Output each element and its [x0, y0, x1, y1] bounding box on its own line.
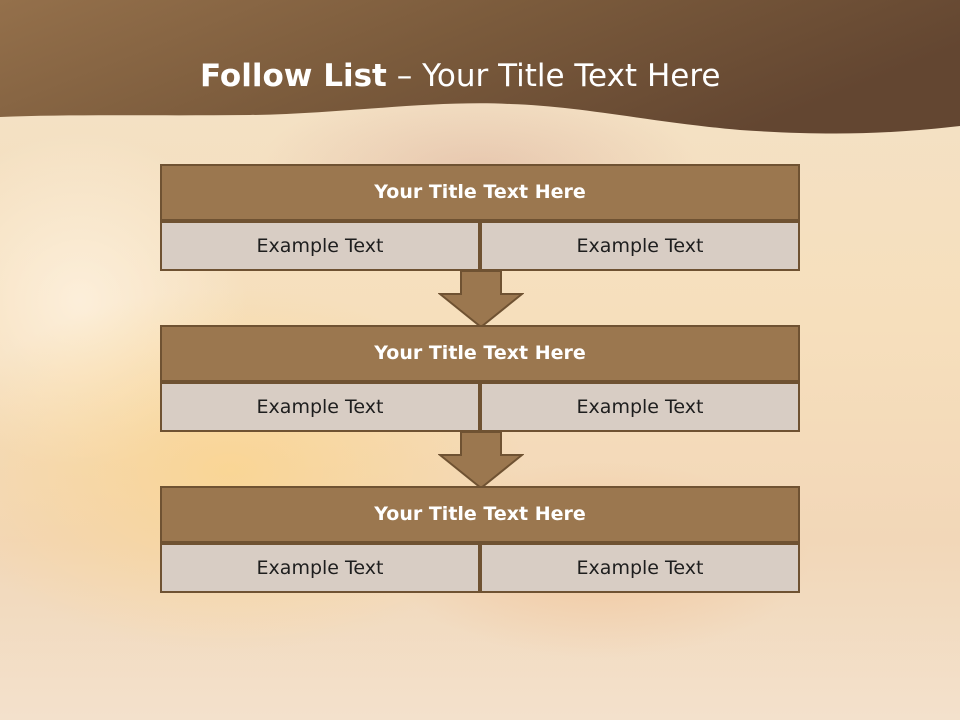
header-band — [0, 0, 960, 134]
stage-1-title: Your Title Text Here — [160, 164, 800, 221]
stage-2-right-text: Example Text — [480, 382, 800, 432]
stage-3-left-text: Example Text — [160, 543, 480, 593]
slide-title: Follow List – Your Title Text Here — [200, 54, 720, 98]
stage-2-title: Your Title Text Here — [160, 325, 800, 382]
down-arrow-icon — [438, 431, 524, 489]
slide-title-bold: Follow List — [200, 58, 387, 94]
slide-title-rest: – Your Title Text Here — [386, 58, 721, 94]
stage-2-left-text: Example Text — [160, 382, 480, 432]
stage-1-left-text: Example Text — [160, 221, 480, 271]
stage-1-right-text: Example Text — [480, 221, 800, 271]
stage-3-title: Your Title Text Here — [160, 486, 800, 543]
down-arrow-icon — [438, 270, 524, 328]
stage-3-right-text: Example Text — [480, 543, 800, 593]
